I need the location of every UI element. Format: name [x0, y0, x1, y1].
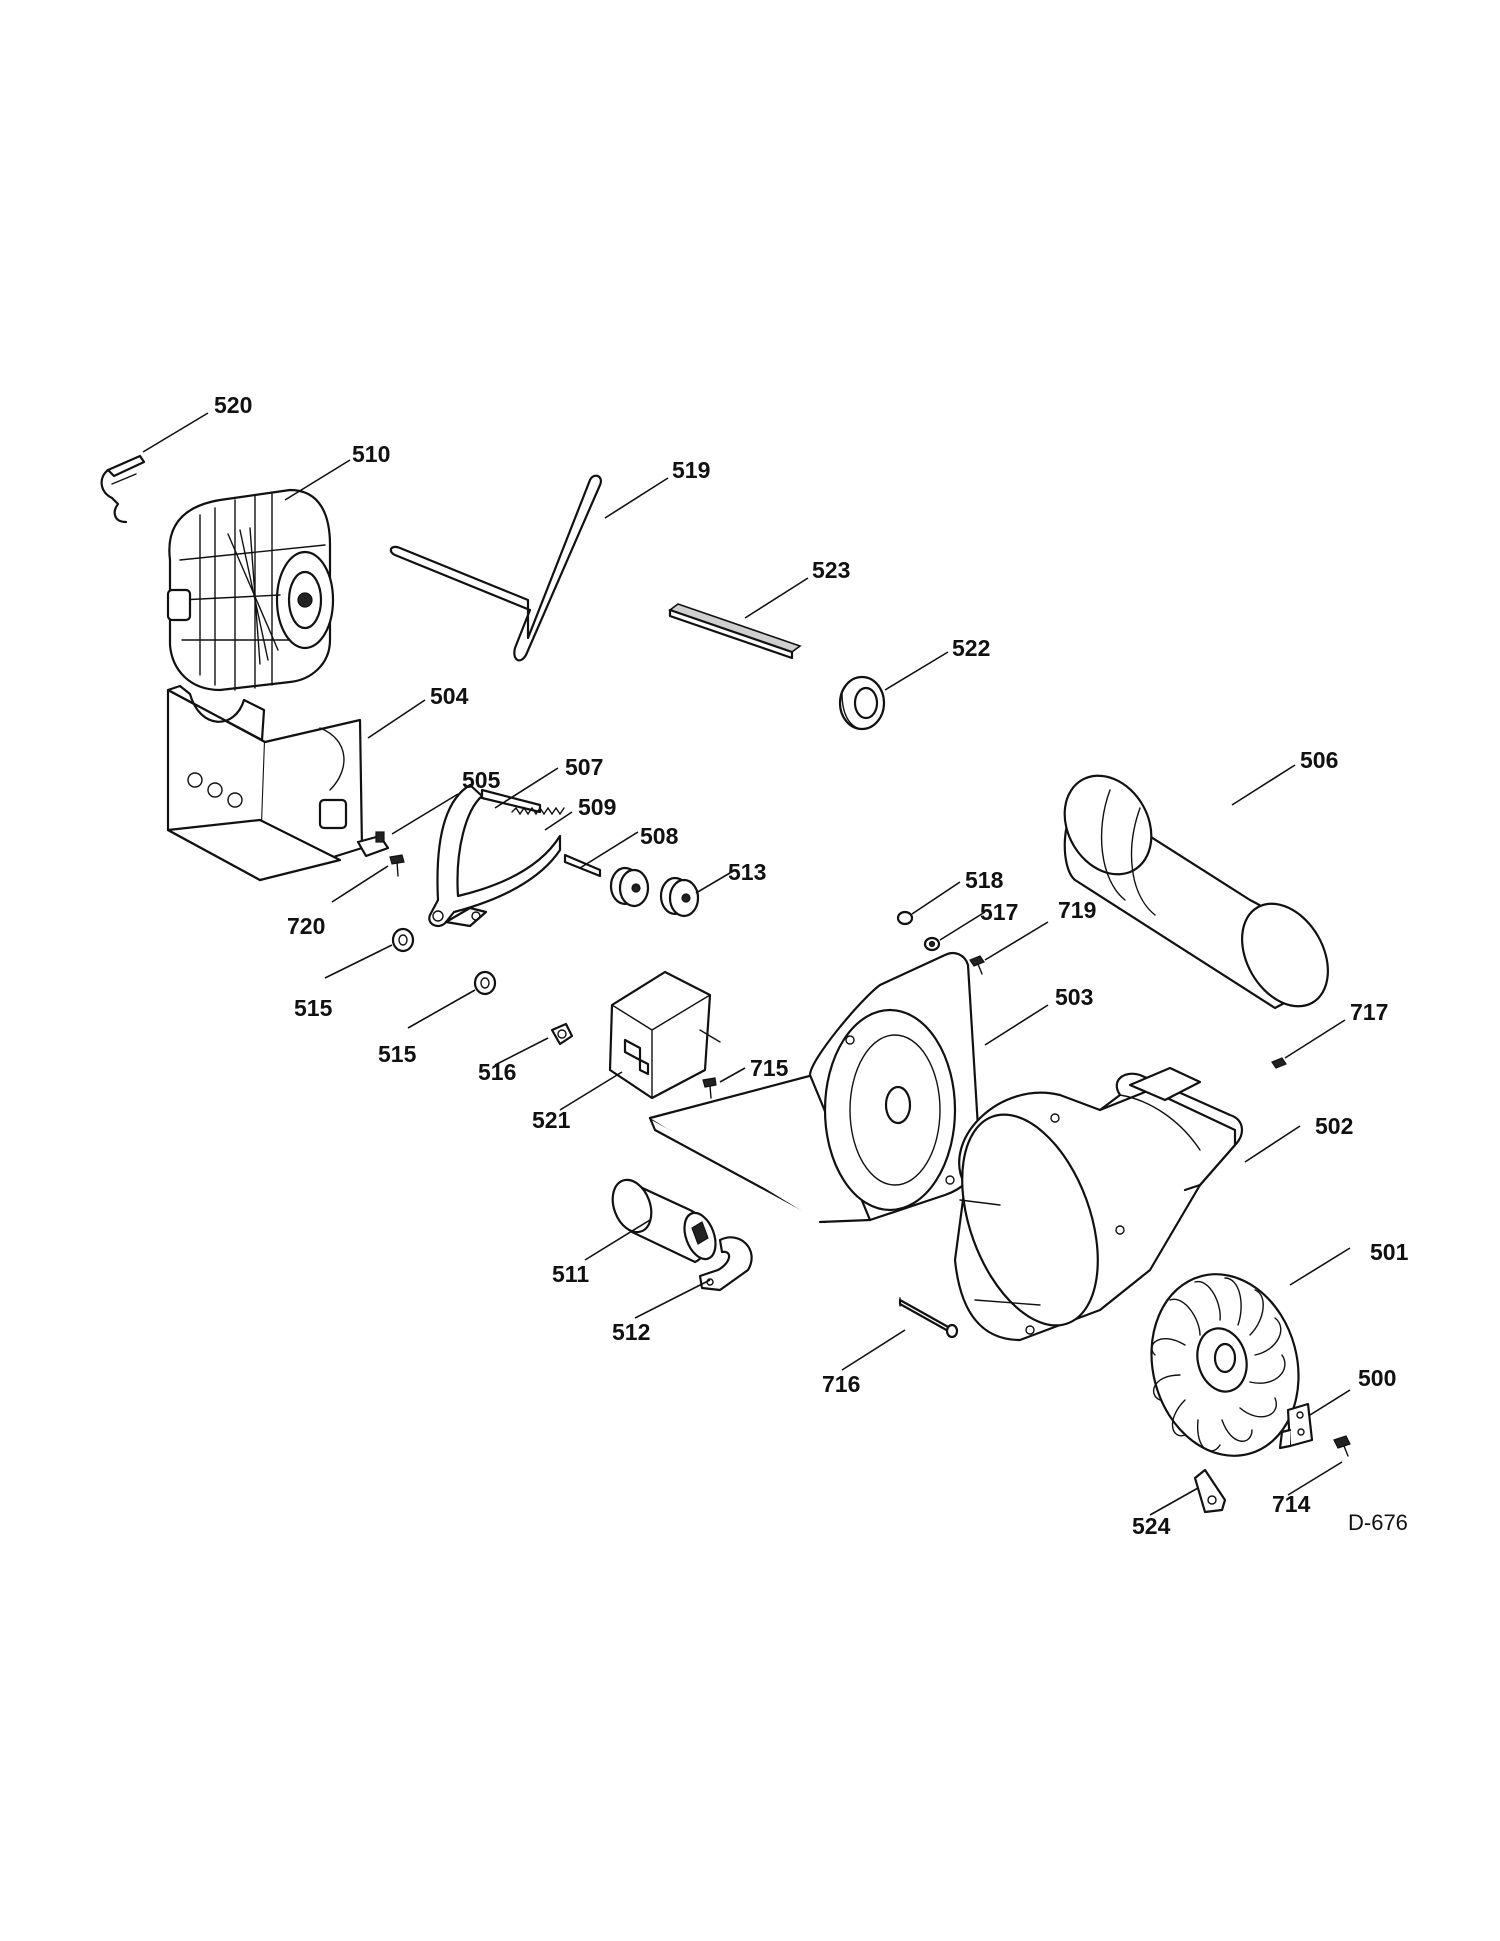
callout-507: 507 [565, 754, 603, 780]
leader-719 [984, 921, 1049, 961]
leader-503 [984, 1004, 1049, 1046]
leader-509 [544, 811, 573, 831]
part-717-screw [1271, 1057, 1287, 1069]
part-508-idler-shaft [563, 853, 602, 878]
callout-522: 522 [952, 635, 990, 661]
leader-714 [1287, 1461, 1343, 1496]
callout-516: 516 [478, 1059, 516, 1085]
callout-labels: 520 510 519 523 522 504 506 505 507 509 … [214, 392, 1409, 1539]
callout-512: 512 [612, 1319, 650, 1345]
leader-717 [1284, 1019, 1346, 1059]
leader-524 [1149, 1487, 1199, 1516]
part-515-washer-lower [473, 970, 497, 996]
callout-717: 717 [1350, 999, 1388, 1025]
part-715-screw [702, 1077, 717, 1099]
callout-501: 501 [1370, 1239, 1409, 1265]
leader-512 [634, 1279, 711, 1319]
leader-500 [1309, 1389, 1351, 1416]
part-505-switch [356, 831, 390, 858]
callout-503: 503 [1055, 984, 1093, 1010]
part-504-motor-mount [166, 684, 364, 882]
part-500-bracket [1278, 1402, 1314, 1450]
leader-716 [841, 1329, 906, 1371]
part-502-blower-housing [953, 1066, 1243, 1342]
part-524-clip-plate [1193, 1468, 1227, 1514]
callout-520: 520 [214, 392, 252, 418]
leader-502 [1244, 1125, 1301, 1163]
part-714-screw [1333, 1435, 1351, 1457]
leader-523 [744, 577, 809, 619]
leader-505 [391, 793, 459, 835]
callout-519: 519 [672, 457, 710, 483]
part-523-strip [668, 603, 802, 660]
part-520-clip [100, 454, 146, 524]
leader-508 [579, 831, 639, 869]
leader-515b [407, 989, 476, 1029]
callout-521: 521 [532, 1107, 571, 1133]
leader-504 [367, 699, 426, 739]
part-519-drive-belt [389, 474, 602, 662]
part-517-washer [923, 936, 941, 952]
callout-505: 505 [462, 767, 501, 793]
leader-507 [494, 767, 559, 809]
leader-510 [284, 459, 351, 501]
part-516-grommet [550, 1022, 574, 1046]
callout-510: 510 [352, 441, 390, 467]
part-522-bearing-ring [838, 675, 886, 731]
part-503-blower-base [648, 951, 982, 1224]
part-509-idler-spring [511, 806, 565, 816]
callout-509: 509 [578, 794, 616, 820]
part-716-long-bolt [898, 1297, 959, 1339]
leader-511 [584, 1219, 651, 1261]
drawing-id: D-676 [1348, 1510, 1408, 1535]
part-501-blower-wheel [1150, 1273, 1300, 1457]
part-518-nut [896, 910, 914, 926]
leader-521 [559, 1071, 623, 1111]
callout-508: 508 [640, 823, 679, 849]
callout-523: 523 [812, 557, 850, 583]
part-510-drive-motor [166, 488, 335, 692]
callout-515b: 515 [378, 1041, 417, 1067]
leader-520 [142, 412, 209, 453]
callout-517: 517 [980, 899, 1018, 925]
leader-517 [939, 911, 986, 941]
leader-513 [695, 869, 736, 894]
part-511-capacitor [611, 1178, 717, 1264]
part-513-idler-pulley [609, 866, 700, 918]
leader-518 [911, 881, 961, 915]
callout-719: 719 [1058, 897, 1096, 923]
leader-715 [719, 1067, 746, 1083]
leader-720 [331, 865, 389, 903]
part-521-timer [608, 970, 721, 1100]
callout-515a: 515 [294, 995, 333, 1021]
callout-511: 511 [552, 1261, 589, 1287]
part-506-duct [1063, 774, 1329, 1010]
part-720-screw [389, 854, 405, 877]
leader-522 [884, 651, 949, 691]
leader-506 [1231, 764, 1296, 806]
leader-516 [494, 1037, 549, 1066]
leader-lines [142, 412, 1351, 1516]
callout-513: 513 [728, 859, 766, 885]
callout-506: 506 [1300, 747, 1338, 773]
callout-504: 504 [430, 683, 469, 709]
callout-720: 720 [287, 913, 325, 939]
callout-502: 502 [1315, 1113, 1353, 1139]
leader-519 [604, 477, 669, 519]
callout-518: 518 [965, 867, 1004, 893]
part-515-washer-upper [391, 927, 415, 953]
leader-515a [324, 944, 393, 979]
callout-716: 716 [822, 1371, 860, 1397]
callout-715: 715 [750, 1055, 789, 1081]
leader-501 [1289, 1247, 1351, 1286]
part-507-idler-arm [428, 783, 562, 928]
callout-714: 714 [1272, 1491, 1311, 1517]
callout-500: 500 [1358, 1365, 1396, 1391]
callout-524: 524 [1132, 1513, 1171, 1539]
part-719-screw [969, 955, 985, 975]
